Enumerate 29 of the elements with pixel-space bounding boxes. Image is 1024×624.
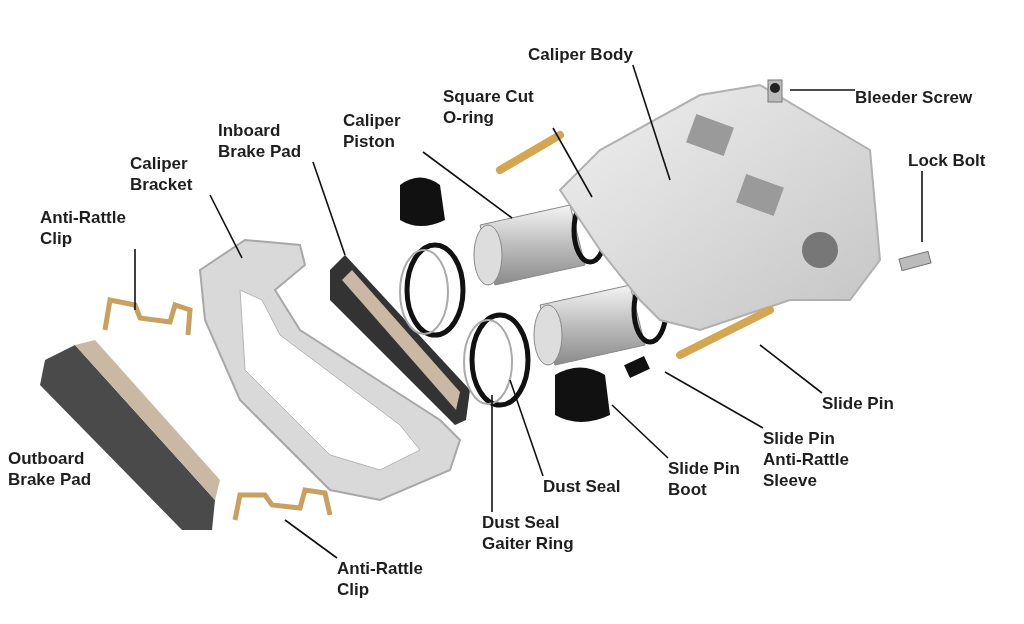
- part-label: Square Cut O-ring: [443, 86, 553, 128]
- leader-line: [422, 151, 513, 219]
- part-label: Caliper Piston: [343, 110, 423, 152]
- part-label: Inboard Brake Pad: [218, 120, 313, 162]
- part-label: Dust Seal: [543, 476, 621, 497]
- leader-line: [552, 127, 593, 198]
- part-label: Outboard Brake Pad: [8, 448, 93, 490]
- part-label: Anti-Rattle Clip: [337, 558, 447, 600]
- leader-line: [632, 64, 671, 181]
- part-label: Anti-Rattle Clip: [40, 207, 150, 249]
- leader-line: [509, 379, 544, 477]
- part-label: Slide Pin Anti-Rattle Sleeve: [763, 428, 873, 491]
- part-label: Caliper Bracket: [130, 153, 210, 195]
- part-label: Lock Bolt: [908, 150, 986, 171]
- part-label: Slide Pin: [822, 393, 894, 414]
- part-label: Dust Seal Gaiter Ring: [482, 512, 600, 554]
- leader-line: [284, 519, 338, 559]
- leader-line: [759, 344, 823, 394]
- leader-line: [611, 404, 669, 459]
- leader-line: [491, 394, 493, 513]
- leader-line: [209, 194, 243, 259]
- leader-line: [134, 248, 136, 311]
- leader-line: [664, 371, 764, 429]
- leader-line: [921, 170, 923, 243]
- leader-line: [789, 89, 856, 91]
- part-label: Slide Pin Boot: [668, 458, 758, 500]
- part-label: Caliper Body: [528, 44, 633, 65]
- part-label: Bleeder Screw: [855, 87, 973, 108]
- leader-line: [312, 161, 346, 256]
